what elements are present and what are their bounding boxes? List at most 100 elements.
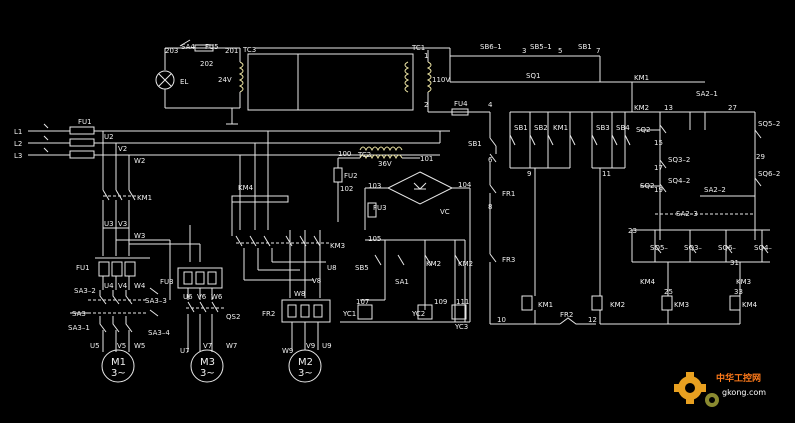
label-n10: 10 [497,316,506,324]
label-sq1: SQ1 [526,72,540,80]
gear-icon [674,372,719,407]
label-sq6-2: SQ6–2 [758,170,780,178]
label-v5: V5 [117,342,126,350]
label-w6: W6 [211,293,223,301]
label-km1-coil: KM1 [538,301,553,309]
label-yc2: YC2 [411,310,425,318]
label-el: EL [180,78,188,86]
label-m1: M1 [111,357,126,368]
label-w8: W8 [294,290,305,298]
label-l3: L3 [14,152,22,160]
label-fr2-ctrl: FR2 [560,311,573,319]
label-sa4: SA4 [181,43,195,51]
label-sb1-left: SB1 [468,140,482,148]
label-sq2-upper: SQ2– [636,126,654,134]
label-tc2: TC2 [357,151,371,159]
label-sb1-top: SB1 [578,43,592,51]
label-n2: 2 [424,101,428,109]
control-circuit [489,82,770,325]
label-n1: 1 [424,52,428,60]
label-u4: U4 [104,282,114,290]
label-sq2-lower: SQ2– [640,182,658,190]
label-fu5: FU5 [205,43,219,51]
label-111: 111 [456,298,469,306]
label-110v: 110V [432,76,450,84]
label-v8: V8 [312,277,321,285]
watermark-logo: 中华工控网 gkong.com [674,372,766,407]
label-fr3: FR3 [502,256,515,264]
label-sb2: SB2 [534,124,548,132]
label-sa3-1: SA3–1 [68,324,90,332]
label-v7: V7 [203,342,212,350]
label-w7: W7 [226,342,237,350]
label-u7: U7 [180,347,190,355]
label-n4: 4 [488,101,493,109]
label-u6: U6 [183,293,193,301]
label-km2-ctrl-a: KM2 [426,260,441,268]
label-km1-main: KM1 [137,194,152,202]
label-u9: U9 [322,342,332,350]
label-km2-aux: KM2 [634,104,649,112]
label-fr2-main: FR2 [262,310,275,318]
label-n23: 23 [628,227,637,235]
label-107: 107 [356,298,369,306]
label-w2: W2 [134,157,145,165]
label-105: 105 [368,235,381,243]
label-v3: V3 [118,220,127,228]
label-fr1: FR1 [502,190,515,198]
label-n17: 17 [654,164,663,172]
label-m2: M2 [298,357,313,368]
label-km4-aux: KM4 [640,278,656,286]
label-sq4-2: SQ4–2 [668,177,690,185]
label-103: 103 [368,182,381,190]
label-sb4: SB4 [616,124,630,132]
label-qs2: QS2 [226,313,240,321]
labels: L1 L2 L3 FU1 U2 V2 W2 KM1 U3 V3 W3 FU1 U… [14,43,780,379]
label-109: 109 [434,298,447,306]
label-n6: 6 [488,156,493,164]
label-24v: 24V [218,76,232,84]
label-m3-type: 3~ [200,368,215,379]
label-100: 100 [338,150,351,158]
label-n25: 25 [664,288,673,296]
label-102: 102 [340,185,353,193]
label-v4: V4 [118,282,128,290]
label-tc3: TC3 [242,46,256,54]
label-fu4: FU4 [454,100,468,108]
label-n8: 8 [488,203,492,211]
label-101: 101 [420,155,433,163]
label-n19: 19 [654,186,663,194]
label-fu1-top: FU1 [78,118,92,126]
label-km2-ctrl-b: KM2 [458,260,473,268]
label-sq3: SQ3– [684,244,702,252]
label-n5: 5 [558,47,562,55]
label-n7: 7 [596,47,600,55]
label-sa2-2: SA2–2 [704,186,726,194]
label-tc1: TC1 [411,44,425,52]
label-fu3-ctrl: FU3 [373,204,387,212]
label-km4-main: KM4 [238,184,254,192]
label-sb6-1: SB6–1 [480,43,502,51]
label-104: 104 [458,181,472,189]
label-vc: VC [440,208,450,216]
label-fu1-lower: FU1 [76,264,90,272]
label-sq3-2: SQ3–2 [668,156,690,164]
label-sb5-1: SB5–1 [530,43,552,51]
label-m1-type: 3~ [111,368,126,379]
label-l1: L1 [14,128,22,136]
label-sb3: SB3 [596,124,610,132]
label-km1-aux: KM1 [634,74,649,82]
label-yc3: YC3 [454,323,468,331]
label-sa3: SA3 [72,310,86,318]
label-n29: 29 [756,153,765,161]
label-sa3-3: SA3–3 [145,297,167,305]
label-sq5-2: SQ5–2 [758,120,780,128]
label-n31: 31 [730,259,739,267]
label-sa2-1: SA2–1 [696,90,718,98]
label-n33: 33 [734,288,743,296]
label-km2-coil: KM2 [610,301,625,309]
label-yc1: YC1 [342,310,356,318]
label-n15: 15 [654,139,663,147]
watermark-site-cn: 中华工控网 [716,372,761,384]
label-km4-coil: KM4 [742,301,758,309]
